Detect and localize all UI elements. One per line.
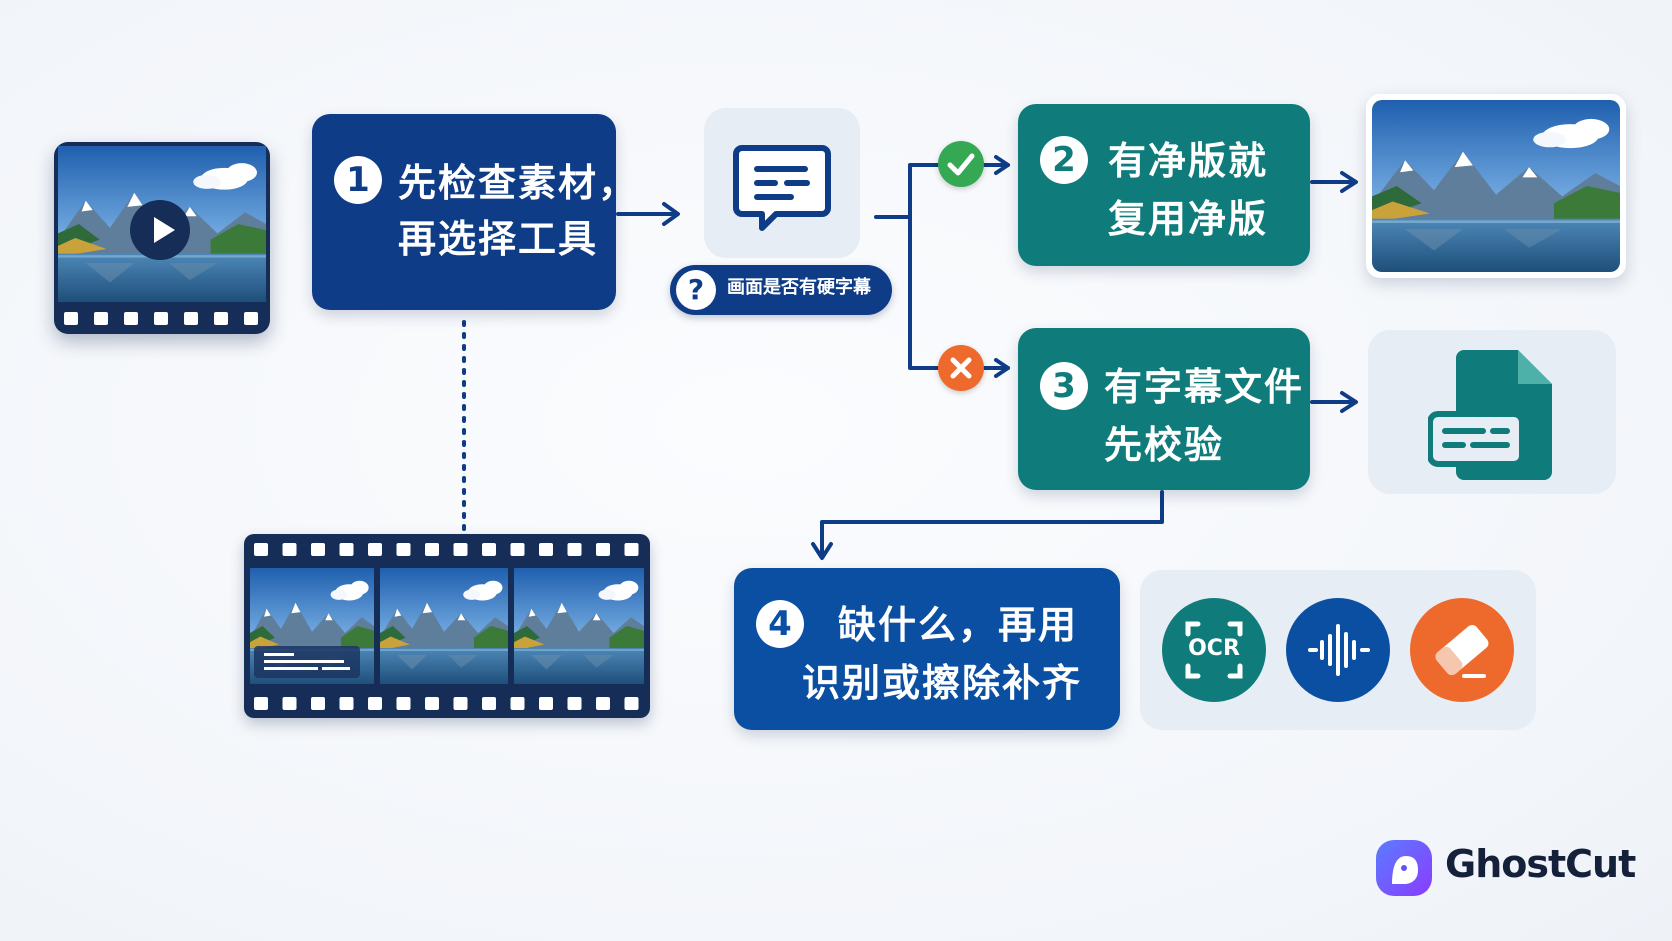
- filmstrip-hard-subtitles: [244, 534, 650, 718]
- step-title-line2: 复用净版: [1108, 197, 1269, 241]
- perforation: [254, 697, 268, 710]
- step-title-line1: 缺什么，再用: [838, 603, 1079, 647]
- perforation: [282, 543, 297, 556]
- perforation: [596, 543, 610, 556]
- brand-name: GhostCut: [1445, 842, 1636, 886]
- perforation: [567, 697, 582, 710]
- perforation: [425, 543, 439, 556]
- perforation: [596, 697, 610, 710]
- perforation: [339, 543, 354, 556]
- question-text: 画面是否有硬字幕: [727, 277, 871, 298]
- perforation: [368, 697, 382, 710]
- question-icon: ?: [676, 270, 716, 310]
- perforation: [510, 543, 525, 556]
- source-video-thumbnail[interactable]: [54, 142, 270, 334]
- perforation: [311, 543, 325, 556]
- no-cross-icon: [938, 345, 984, 391]
- perforation: [453, 697, 468, 710]
- ocr-label: OCR: [1188, 636, 1240, 661]
- film-perforations: [64, 312, 258, 325]
- burned-in-subtitle-icon: [254, 646, 360, 678]
- chat-subtitle-icon: [733, 145, 831, 231]
- frame-2: [380, 568, 508, 684]
- perforation: [482, 697, 496, 710]
- film-perforations-top: [254, 543, 639, 556]
- step-number: 3: [1040, 362, 1088, 410]
- step-3-card: 3 有字幕文件 先校验: [1018, 328, 1310, 490]
- perforation: [282, 697, 297, 710]
- tools-panel: OCR: [1140, 570, 1536, 730]
- step-number: 1: [334, 156, 382, 204]
- perforation: [539, 697, 553, 710]
- perforation: [567, 543, 582, 556]
- step-title-line1: 先检查素材，: [398, 161, 639, 205]
- landscape-image: [1372, 100, 1620, 272]
- perforation: [539, 543, 553, 556]
- perforation: [396, 543, 411, 556]
- perforation: [339, 697, 354, 710]
- subtitle-file-icon: [1428, 350, 1552, 480]
- yes-check-icon: [938, 141, 984, 187]
- step-title-line2: 识别或擦除补齐: [802, 661, 1083, 705]
- question-badge: ? 画面是否有硬字幕: [670, 265, 892, 315]
- ocr-icon: OCR: [1162, 598, 1266, 702]
- file-panel: [1368, 330, 1616, 494]
- perforation: [624, 697, 639, 710]
- eraser-icon: [1410, 598, 1514, 702]
- step-title-line1: 有字幕文件: [1104, 365, 1305, 409]
- frame-3: [514, 568, 644, 684]
- perforation: [368, 543, 382, 556]
- film-perforations-bottom: [254, 697, 639, 710]
- ghost-logo-icon: [1376, 840, 1432, 896]
- step-number: 4: [756, 600, 804, 648]
- check-panel: [704, 108, 860, 258]
- step-title-line2: 先校验: [1104, 423, 1225, 467]
- perforation: [482, 543, 496, 556]
- play-icon[interactable]: [130, 200, 190, 260]
- step-2-card: 2 有净版就 复用净版: [1018, 104, 1310, 266]
- perforation: [311, 697, 325, 710]
- perforation: [624, 543, 639, 556]
- step-title-line2: 再选择工具: [398, 217, 599, 261]
- step-4-card: 4 缺什么，再用 识别或擦除补齐: [734, 568, 1120, 730]
- ghostcut-logo: [1374, 838, 1434, 898]
- perforation: [396, 697, 411, 710]
- perforation: [425, 697, 439, 710]
- step-number: 2: [1040, 136, 1088, 184]
- step-1-card: 1 先检查素材， 再选择工具: [312, 114, 636, 310]
- arrow-step3-to-step4: [820, 490, 1164, 558]
- step-title-line1: 有净版就: [1108, 139, 1269, 183]
- audio-waveform-icon: [1286, 598, 1390, 702]
- perforation: [254, 543, 268, 556]
- perforation: [510, 697, 525, 710]
- clean-version-image: [1366, 94, 1626, 278]
- perforation: [453, 543, 468, 556]
